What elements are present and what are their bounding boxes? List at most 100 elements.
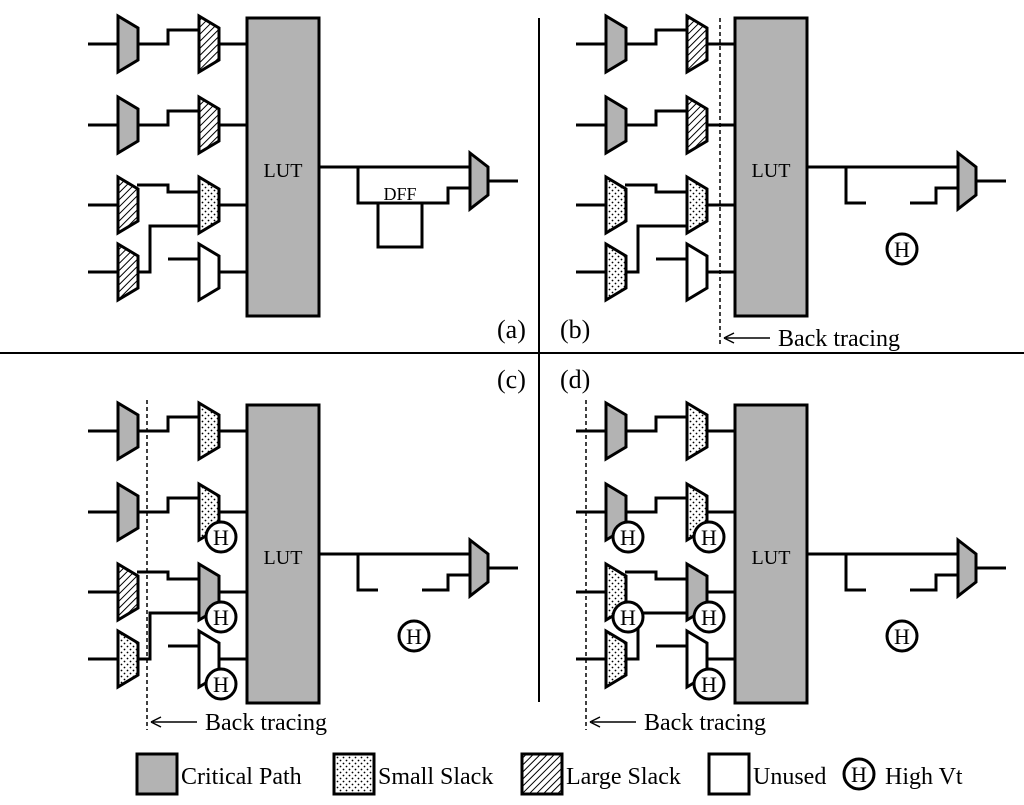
mux-l1-1 xyxy=(116,400,140,462)
mux-l1-4 xyxy=(604,241,628,303)
legend-swatch-critical xyxy=(135,752,179,796)
dff-label: DFF xyxy=(383,184,416,204)
hv-l2-3-text: H xyxy=(213,605,229,630)
mux-l1-4 xyxy=(604,628,628,690)
lut-block xyxy=(733,403,809,705)
panel-label-b: (b) xyxy=(560,315,590,344)
hv-l1-3-text: H xyxy=(620,605,636,630)
lut-label: LUT xyxy=(752,547,791,569)
lut-label: LUT xyxy=(264,160,303,182)
hv-l2-3 xyxy=(204,600,238,634)
reg-in-wire xyxy=(844,167,866,205)
route-3 xyxy=(625,570,687,581)
reg-out-wire xyxy=(422,573,470,592)
route-3 xyxy=(625,183,687,194)
mux-l2-3 xyxy=(685,174,709,236)
lut-label: LUT xyxy=(752,160,791,182)
hv-output-text: H xyxy=(406,624,422,649)
hv-output-text: H xyxy=(894,237,910,262)
hv-l1-2 xyxy=(611,520,645,554)
mux-l2-2 xyxy=(685,94,709,156)
legend-label-small: Small Slack xyxy=(378,764,493,790)
mux-l1-3 xyxy=(116,174,140,236)
legend-swatch-small xyxy=(332,752,376,796)
trace-arrowhead-b xyxy=(723,332,735,344)
mux-l1-1 xyxy=(604,13,628,75)
mux-l1-3 xyxy=(116,561,140,623)
trace-arrowhead-c xyxy=(150,716,162,728)
route-1 xyxy=(625,415,687,433)
panel-label-c: (c) xyxy=(497,365,526,394)
trace-label-c: Back tracing xyxy=(205,710,327,736)
route-3 xyxy=(137,183,199,194)
hv-l2-4-text: H xyxy=(701,672,717,697)
hv-l2-2 xyxy=(204,520,238,554)
legend-hv-symbol-text: H xyxy=(851,762,867,787)
output-mux xyxy=(468,149,490,213)
route-1 xyxy=(137,415,199,433)
hv-l2-2-text: H xyxy=(701,525,717,550)
lut-block xyxy=(733,16,809,318)
mux-l1-4 xyxy=(116,241,140,303)
panel-b: LUT H xyxy=(576,13,1006,318)
hv-l2-2-text: H xyxy=(213,525,229,550)
legend-label-hv: High Vt xyxy=(885,764,963,790)
hv-l2-3-text: H xyxy=(701,605,717,630)
reg-out-wire xyxy=(910,186,958,205)
route-4 xyxy=(625,224,687,274)
route-2 xyxy=(625,496,687,514)
route-1 xyxy=(625,28,687,46)
mux-l2-4 xyxy=(197,241,221,303)
mux-l1-3 xyxy=(604,174,628,236)
hv-l1-3 xyxy=(611,600,645,634)
mux-l1-1 xyxy=(116,13,140,75)
route-4 xyxy=(625,611,687,661)
route-4 xyxy=(137,224,199,274)
mux-l2-1 xyxy=(685,13,709,75)
hv-l2-4-text: H xyxy=(213,672,229,697)
legend-swatch-unused xyxy=(707,752,751,796)
reg-out-wire xyxy=(422,186,470,205)
output-mux xyxy=(468,536,490,600)
mux-l1-2 xyxy=(116,94,140,156)
reg-in-wire xyxy=(844,554,866,592)
mux-l1-1 xyxy=(604,400,628,462)
route-2 xyxy=(137,496,199,514)
lut-label: LUT xyxy=(264,547,303,569)
legend-hv-symbol xyxy=(842,757,876,791)
mux-l2-1 xyxy=(197,400,221,462)
hv-output xyxy=(397,619,431,653)
legend-swatch-large xyxy=(520,752,564,796)
panel-label-d: (d) xyxy=(560,365,590,394)
trace-label-d: Back tracing xyxy=(644,710,766,736)
lut-block xyxy=(245,403,321,705)
mux-l2-1 xyxy=(197,13,221,75)
legend-label-critical: Critical Path xyxy=(181,764,302,790)
route-3 xyxy=(137,570,199,581)
mux-l2-3 xyxy=(197,174,221,236)
hv-output xyxy=(885,619,919,653)
hv-l2-4 xyxy=(692,667,726,701)
reg-in-wire xyxy=(356,167,378,205)
trace-arrowhead-d xyxy=(589,716,601,728)
hv-l2-4 xyxy=(204,667,238,701)
trace-label-b: Back tracing xyxy=(778,326,900,352)
route-2 xyxy=(137,109,199,127)
panel-label-a: (a) xyxy=(497,315,526,344)
legend-label-unused: Unused xyxy=(753,764,826,790)
hv-l2-3 xyxy=(692,600,726,634)
legend-label-large: Large Slack xyxy=(566,764,681,790)
legend: Critical Path Small Slack Large Slack Unuse… xyxy=(135,752,963,796)
route-2 xyxy=(625,109,687,127)
hv-output-text: H xyxy=(894,624,910,649)
hv-output xyxy=(885,232,919,266)
mux-l1-4 xyxy=(116,628,140,690)
reg-in-wire xyxy=(356,554,378,592)
mux-l1-2 xyxy=(604,94,628,156)
route-4 xyxy=(137,611,199,661)
panel-c: LUT H H H H xyxy=(88,400,518,705)
hv-l2-2 xyxy=(692,520,726,554)
